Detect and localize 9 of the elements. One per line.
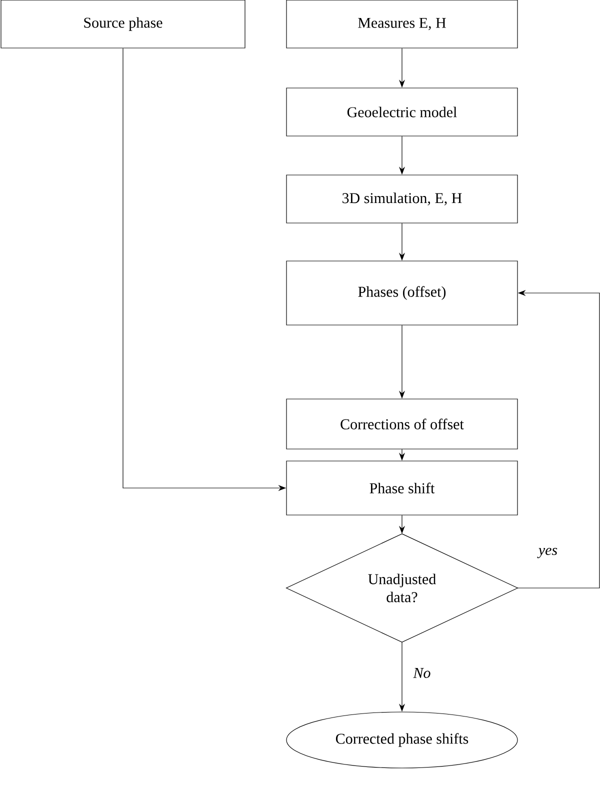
process-box: 3D simulation, E, H (286, 174, 518, 224)
process-box: Phase shift (286, 460, 518, 516)
process-box: Corrections of offset (286, 398, 518, 450)
process-box: Geoelectric model (286, 88, 518, 136)
process-box: Phases (offset) (286, 260, 518, 326)
process-box: Source phase (0, 0, 246, 48)
edge-label: No (412, 667, 432, 679)
edge-label: yes (537, 546, 559, 560)
process-box: Measures E, H (286, 0, 518, 48)
